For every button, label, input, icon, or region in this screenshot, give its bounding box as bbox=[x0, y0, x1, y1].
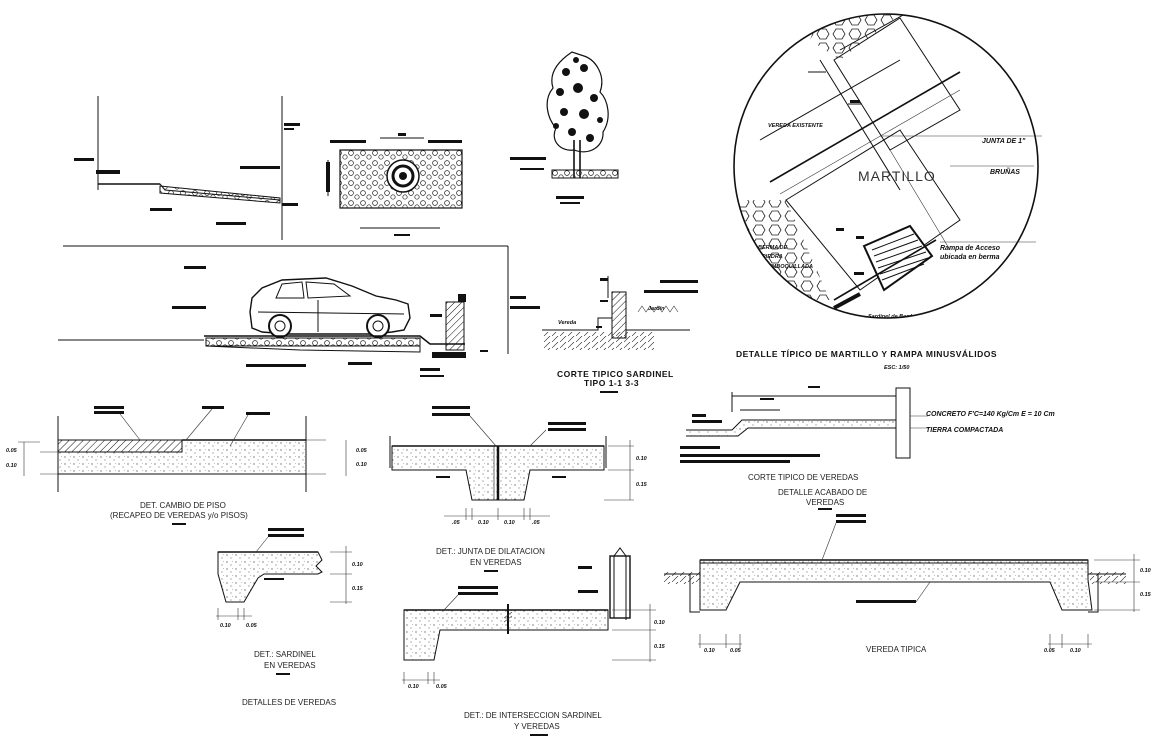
sardinel-bottom-010: 0.10 bbox=[220, 623, 231, 629]
cambio-piso-title-2: (RECAPEO DE VEREDAS y/o PISOS) bbox=[110, 511, 248, 520]
sardinel-dim-015: 0.15 bbox=[352, 586, 364, 592]
junta-title-2: EN VEREDAS bbox=[470, 558, 522, 567]
interseccion-title-1: DET.: DE INTERSECCION SARDINEL bbox=[464, 711, 602, 720]
junta-dim-015: 0.15 bbox=[636, 482, 648, 488]
tree-elevation-detail bbox=[510, 51, 619, 204]
berma-label-1: BERMA DE bbox=[758, 245, 787, 251]
brunas-label: BRUÑAS bbox=[990, 167, 1020, 176]
cambio-dim-010b: 0.10 bbox=[356, 462, 367, 468]
martillo-ramp-plan-detail: VEREDA EXISTENTE MARTILLO BERMA DE PIEDR… bbox=[733, 13, 1042, 320]
junta-label: JUNTA DE 1" bbox=[982, 138, 1026, 145]
curb-sidewalk-detail: 0.10 0.15 0.10 0.05 DET.: SARDINEL EN VE… bbox=[216, 528, 364, 707]
floor-change-detail: 0.05 0.10 0.05 0.10 DET. CAMBIO DE PISO … bbox=[6, 406, 368, 525]
vt-dim-015: 0.15 bbox=[1140, 592, 1152, 598]
corte-sardinel-title-1: CORTE TIPICO SARDINEL bbox=[557, 369, 674, 379]
int-dim-010: 0.10 bbox=[654, 620, 665, 626]
martillo-scale: ESC: 1/50 bbox=[884, 365, 909, 371]
cambio-piso-title-1: DET. CAMBIO DE PISO bbox=[140, 501, 226, 510]
tierra-note: TIERRA COMPACTADA bbox=[926, 427, 1003, 434]
rampa-label-2: ubicada en berma bbox=[940, 254, 1000, 261]
junta-bottom-d: .05 bbox=[532, 520, 541, 526]
jardin-small-label: Jardín bbox=[648, 306, 665, 312]
berma-label-2: PIEDRA bbox=[762, 254, 783, 260]
acabado-label-2: VEREDAS bbox=[806, 498, 844, 507]
vt-bottom-left-005: 0.05 bbox=[730, 648, 742, 654]
cambio-dim-005: 0.05 bbox=[6, 448, 18, 454]
sardinel-title-1: DET.: SARDINEL bbox=[254, 650, 316, 659]
corte-tipico-veredas-label: CORTE TIPICO DE VEREDAS bbox=[748, 473, 858, 482]
martillo-title: DETALLE TÍPICO DE MARTILLO Y RAMPA MINUS… bbox=[736, 349, 997, 359]
junta-bottom-b: 0.10 bbox=[478, 520, 489, 526]
vt-bottom-right-010: 0.10 bbox=[1070, 648, 1081, 654]
concreto-note: CONCRETO F'C=140 Kg/Cm E = 10 Cm bbox=[926, 411, 1055, 418]
typical-sidewalk-section: 0.10 0.15 0.10 0.05 0.05 0.10 VEREDA TIP… bbox=[664, 514, 1152, 654]
junta-bottom-c: 0.10 bbox=[504, 520, 515, 526]
vereda-tipica-title: VEREDA TIPICA bbox=[866, 645, 927, 654]
tree-pit-plan-detail bbox=[326, 133, 463, 236]
sidewalk-typical-cut: CONCRETO F'C=140 Kg/Cm E = 10 Cm TIERRA … bbox=[680, 386, 1055, 510]
vereda-small-label: Vereda bbox=[558, 320, 576, 326]
curb-typical-section: Vereda Jardín CORTE TIPICO SARDINEL TIPO… bbox=[542, 276, 698, 393]
sardinel-bottom-005: 0.05 bbox=[246, 623, 258, 629]
junta-bottom-a: .05 bbox=[452, 520, 461, 526]
vt-bottom-right-005: 0.05 bbox=[1044, 648, 1056, 654]
cambio-dim-005b: 0.05 bbox=[356, 448, 368, 454]
corte-sardinel-title-2: TIPO 1-1 3-3 bbox=[584, 378, 639, 388]
martillo-label: MARTILLO bbox=[858, 168, 936, 184]
sardinel-dim-010: 0.10 bbox=[352, 562, 363, 568]
vt-dim-010: 0.10 bbox=[1140, 568, 1151, 574]
int-bottom-005: 0.05 bbox=[436, 684, 448, 690]
cambio-dim-010: 0.10 bbox=[6, 463, 17, 469]
vereda-existente-label: VEREDA EXISTENTE bbox=[768, 123, 823, 129]
driveway-car-section bbox=[58, 245, 540, 377]
acabado-label-1: DETALLE ACABADO DE bbox=[778, 488, 867, 497]
rampa-label-1: Rampa de Acceso bbox=[940, 245, 1001, 252]
sardinel-berma-label: Sardinel de Borde de Berma bbox=[868, 314, 942, 320]
int-bottom-010: 0.10 bbox=[408, 684, 419, 690]
expansion-joint-detail: 0.10 0.15 .05 0.10 0.10 .05 DET.: JUNTA … bbox=[389, 406, 648, 572]
junta-dim-010: 0.10 bbox=[636, 456, 647, 462]
berma-label-3: EMBOQUILLADA bbox=[768, 264, 813, 270]
int-dim-015: 0.15 bbox=[654, 644, 666, 650]
junta-title-1: DET.: JUNTA DE DILATACION bbox=[436, 547, 545, 556]
sardinel-title-2: EN VEREDAS bbox=[264, 661, 316, 670]
ramp-profile-detail bbox=[74, 96, 300, 240]
curb-intersection-detail: 0.10 0.15 0.10 0.05 DET.: DE INTERSECCIO… bbox=[402, 547, 666, 736]
detalles-veredas-title: DETALLES DE VEREDAS bbox=[242, 698, 336, 707]
vt-bottom-left-010: 0.10 bbox=[704, 648, 715, 654]
interseccion-title-2: Y VEREDAS bbox=[514, 722, 560, 731]
